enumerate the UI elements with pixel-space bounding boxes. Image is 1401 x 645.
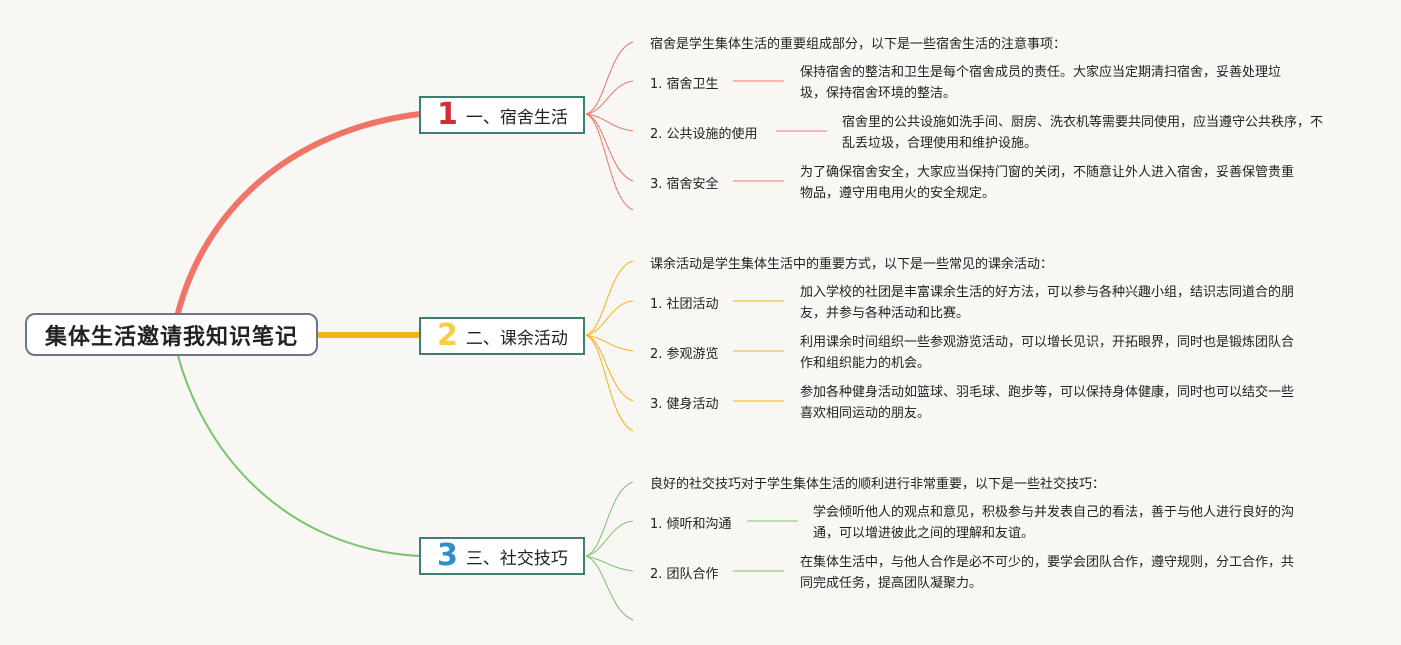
- branches-section-3: [585, 481, 798, 621]
- section-3-intro: 良好的社交技巧对于学生集体生活的顺利进行非常重要，以下是一些社交技巧：: [650, 477, 1106, 492]
- section-2-item-3-label[interactable]: 3. 健身活动: [650, 397, 719, 412]
- section-2-item-3-desc: 参加各种健身活动如篮球、羽毛球、跑步等，可以保持身体健康，同时也可以结交一些喜欢…: [800, 385, 1295, 421]
- section-2-item-1-desc: 加入学校的社团是丰富课余生活的好方法，可以参与各种兴趣小组，结识志同道合的朋友，…: [800, 285, 1295, 321]
- section-title-1: 一、宿舍生活: [465, 107, 568, 128]
- section-1-item-3-desc: 为了确保宿舍安全，大家应当保持门窗的关闭，不随意让外人进入宿舍，妥善保管贵重物品…: [800, 165, 1295, 201]
- section-node-1[interactable]: 1 一、宿舍生活: [419, 96, 585, 134]
- section-1-item-2-desc: 宿舍里的公共设施如洗手间、厨房、洗衣机等需要共同使用，应当遵守公共秩序，不乱丢垃…: [842, 115, 1324, 151]
- section-1-intro: 宿舍是学生集体生活的重要组成部分，以下是一些宿舍生活的注意事项：: [650, 37, 1067, 52]
- section-2-intro: 课余活动是学生集体生活中的重要方式，以下是一些常见的课余活动：: [650, 257, 1054, 272]
- section-number-2-icon: 2: [437, 318, 458, 353]
- section-1-item-1-label[interactable]: 1. 宿舍卫生: [650, 77, 719, 92]
- root-node[interactable]: 集体生活邀请我知识笔记: [25, 313, 318, 356]
- section-number-3-icon: 3: [437, 538, 458, 573]
- branches-section-2: [585, 260, 784, 432]
- section-2-item-1-label[interactable]: 1. 社团活动: [650, 297, 719, 312]
- section-title-2: 二、课余活动: [465, 328, 568, 349]
- connector-root-section-3: [177, 355, 421, 557]
- section-3-item-2-desc: 在集体生活中，与他人合作是必不可少的，要学会团队合作，遵守规则，分工合作，共同完…: [800, 555, 1295, 591]
- section-1-item-2-label[interactable]: 2. 公共设施的使用: [650, 127, 758, 142]
- branches-section-1: [585, 41, 827, 211]
- section-1-item-1-desc: 保持宿舍的整洁和卫生是每个宿舍成员的责任。大家应当定期清扫宿舍，妥善处理垃圾，保…: [800, 65, 1282, 101]
- section-1-item-3-label[interactable]: 3. 宿舍安全: [650, 177, 719, 192]
- section-node-3[interactable]: 3 三、社交技巧: [419, 537, 585, 575]
- section-node-2[interactable]: 2 二、课余活动: [419, 317, 585, 355]
- root-title: 集体生活邀请我知识笔记: [44, 324, 298, 350]
- connector-root-section-1: [175, 111, 423, 316]
- section-number-1-icon: 1: [437, 97, 458, 132]
- section-3-item-1-desc: 学会倾听他人的观点和意见，积极参与并发表自己的看法，善于与他人进行良好的沟通，可…: [813, 505, 1295, 541]
- section-title-3: 三、社交技巧: [465, 548, 568, 569]
- section-3-item-2-label[interactable]: 2. 团队合作: [650, 567, 719, 582]
- section-2-item-2-label[interactable]: 2. 参观游览: [650, 347, 719, 362]
- section-3-item-1-label[interactable]: 1. 倾听和沟通: [650, 517, 732, 532]
- section-2-item-2-desc: 利用课余时间组织一些参观游览活动，可以增长见识，开拓眼界，同时也是锻炼团队合作和…: [800, 335, 1295, 371]
